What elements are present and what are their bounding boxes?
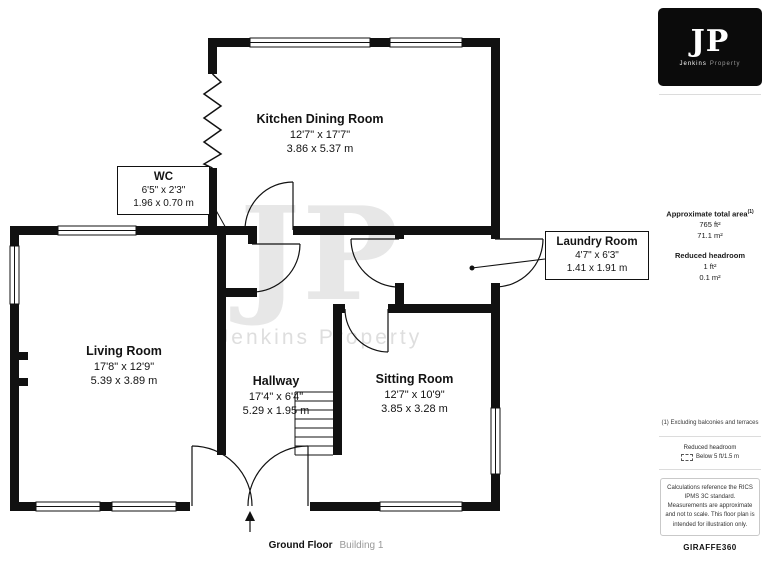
room-dim-metric: 3.85 x 3.28 m [381,403,448,416]
room-dim-imperial: 12'7" x 10'9" [384,389,445,401]
total-area-m: 71.1 m² [697,231,723,241]
room-name: Sitting Room [375,372,454,386]
plan-footer: Ground Floor Building 1 [0,540,652,551]
sidebar-divider [659,94,761,95]
legend-reduced-headroom: Reduced headroom Below 5 ft/1.5 m [680,444,740,461]
room-dim-imperial: 17'8" x 12'9" [93,361,155,373]
room-dim-metric: 3.86 x 5.37 m [286,143,354,156]
label-leaders [207,195,546,271]
total-area-ft: 765 ft² [699,220,721,230]
walls [10,38,500,511]
building-label: Building 1 [339,540,384,551]
floorplan-drawing [9,37,546,532]
room-dim-metric: 1.96 x 0.70 m [133,198,194,209]
room-label-laundry: Laundry Room 4'7" x 6'3" 1.41 x 1.91 m [545,231,649,280]
room-label-sitting: Sitting Room 12'7" x 10'9" 3.85 x 3.28 m [342,372,487,417]
room-name: Living Room [86,344,162,358]
total-area-note-mark: (1) [747,209,754,215]
reduced-headroom-ft: 1 ft² [703,262,717,271]
area-footnote: (1) Excluding balconies and terraces [661,419,759,426]
room-dim-metric: 1.41 x 1.91 m [566,263,628,274]
total-area-title-text: Approximate total area [666,209,748,219]
room-dim-imperial: 4'7" x 6'3" [575,250,619,261]
floorplan: JP Jenkins Property [0,37,652,551]
reduced-headroom-icon [680,453,693,461]
entrance-arrow-icon [245,511,255,532]
room-name: WC [153,171,174,183]
room-label-wc: WC 6'5" x 2'3" 1.96 x 0.70 m [117,166,210,215]
agency-name-secondary: Property [709,61,741,67]
wall-break-zigzag [202,73,223,169]
room-name: Kitchen Dining Room [256,112,384,126]
room-name: Hallway [252,374,300,388]
windows [9,37,501,512]
room-name: Laundry Room [556,236,638,248]
room-dim-metric: 5.29 x 1.95 m [242,405,310,418]
room-dim-metric: 5.39 x 3.89 m [90,375,158,388]
reduced-headroom-m: 0.1 m² [699,272,721,282]
room-label-living: Living Room 17'8" x 12'9" 5.39 x 3.89 m [28,344,220,389]
agency-logo-initials: JP [690,24,730,59]
floor-label: Ground Floor [268,540,333,551]
room-dim-imperial: 6'5" x 2'3" [141,185,186,196]
sidebar-divider [659,435,761,437]
room-dim-imperial: 17'4" x 6'4" [248,391,304,403]
reduced-headroom-title: Reduced headroom [674,251,745,261]
sidebar-divider [659,468,761,470]
agency-name-primary: Jenkins [679,61,707,67]
doors [191,181,544,507]
legend-title: Reduced headroom [683,444,737,451]
room-label-kitchen-dining: Kitchen Dining Room 12'7" x 17'7" 3.86 x… [200,112,440,157]
area-summary: Approximate total area(1) 765 ft² 71.1 m… [666,209,753,284]
room-label-hallway: Hallway 17'4" x 6'4" 5.29 x 1.95 m [217,374,335,419]
stairs [294,391,333,456]
total-area-title: Approximate total area(1) [666,209,753,220]
legend-item-label: Below 5 ft/1.5 m [695,454,740,461]
brand-label: GIRAFFE360 [683,543,737,552]
room-dim-imperial: 12'7" x 17'7" [289,129,351,141]
disclaimer-text: Calculations reference the RICS IPMS 3C … [660,477,760,536]
